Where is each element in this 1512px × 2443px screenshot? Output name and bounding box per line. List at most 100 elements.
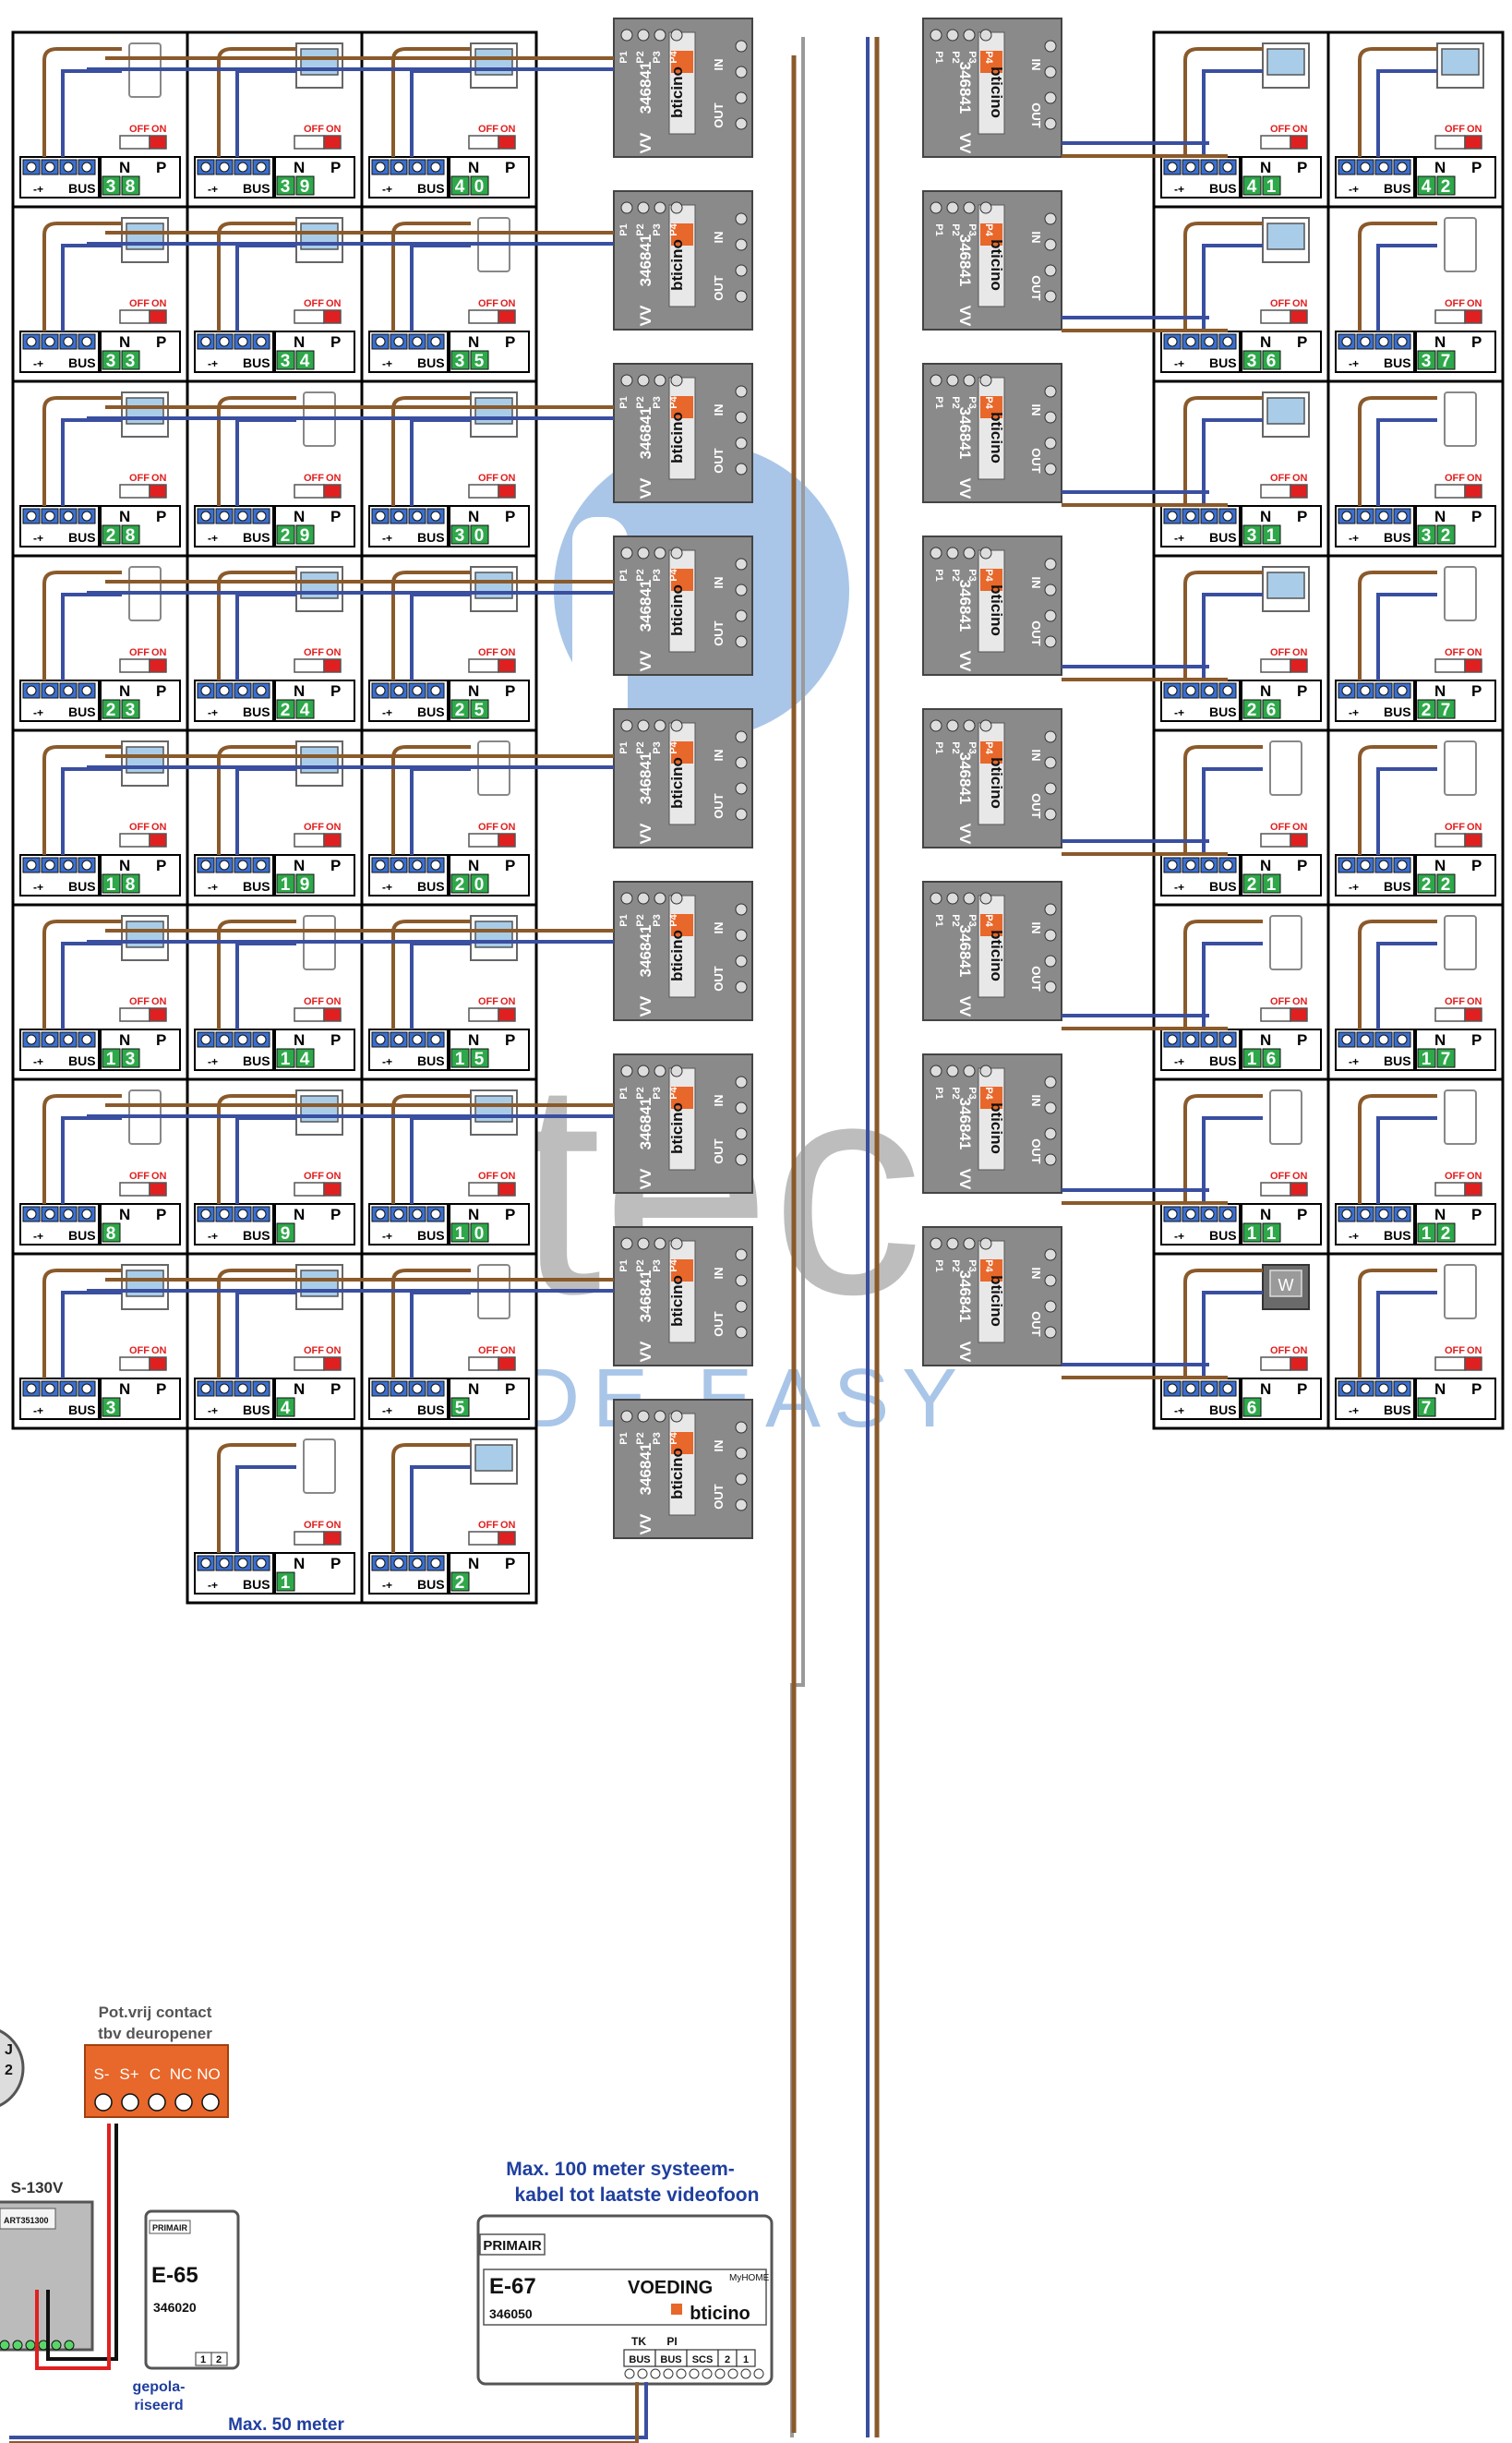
p-label: P xyxy=(1471,682,1482,700)
brand-mark xyxy=(980,223,1002,246)
screw-head xyxy=(200,1209,211,1220)
bus-label: BUS xyxy=(68,1402,96,1417)
screw-head xyxy=(1341,162,1352,173)
port-screw xyxy=(979,201,992,214)
port-screw xyxy=(654,29,666,42)
port-screw xyxy=(620,892,633,905)
bus-label: BUS xyxy=(243,355,270,370)
port-screw xyxy=(620,29,633,42)
number-box xyxy=(102,1397,121,1417)
bus-screw xyxy=(735,955,748,968)
p-label: P xyxy=(1297,682,1307,700)
off-label: OFF xyxy=(1270,822,1290,833)
bus-wire-blue xyxy=(9,2382,648,2439)
switch-toggle xyxy=(1464,1182,1482,1197)
brand-mark xyxy=(980,914,1002,936)
port-label: P2 xyxy=(950,396,961,408)
bus-label: BUS xyxy=(68,1228,96,1243)
switch-body xyxy=(119,1182,150,1197)
off-label: OFF xyxy=(1445,1345,1465,1356)
bus-screw xyxy=(1044,437,1057,450)
bus-screw xyxy=(735,782,748,795)
screw-head xyxy=(1360,1383,1371,1394)
off-label: OFF xyxy=(129,124,150,135)
number-box xyxy=(470,1222,489,1243)
port-label: P4 xyxy=(983,1087,994,1100)
port-label: P2 xyxy=(635,51,646,63)
off-label: OFF xyxy=(304,298,324,309)
screw-head xyxy=(63,685,74,696)
p-label: P xyxy=(330,159,341,176)
wire-blue xyxy=(1202,418,1263,506)
number-box xyxy=(102,350,121,370)
code-text: 346841 xyxy=(956,1270,974,1323)
switch-toggle xyxy=(498,833,516,848)
switch-toggle xyxy=(149,1356,167,1371)
screw-head xyxy=(81,336,92,347)
switch-toggle xyxy=(323,484,342,499)
n-label: N xyxy=(1260,333,1271,351)
port-label: P4 xyxy=(983,223,994,236)
port-screw xyxy=(670,1237,683,1250)
switch-toggle xyxy=(498,1531,516,1546)
switch-body xyxy=(294,309,325,324)
in-label: IN xyxy=(712,232,726,244)
port-screw xyxy=(979,1065,992,1077)
bus-wire-brown xyxy=(9,2382,639,2443)
screw-head xyxy=(412,1209,423,1220)
station-number: 1 xyxy=(106,1050,116,1069)
switch-body xyxy=(119,833,150,848)
switch-toggle xyxy=(1290,1182,1308,1197)
polarity: -+ xyxy=(208,357,218,370)
switch-toggle xyxy=(1464,1356,1482,1371)
code-text: 346841 xyxy=(956,752,974,805)
bus-label: BUS xyxy=(417,1577,445,1592)
screw-head xyxy=(1341,1034,1352,1045)
port-screw xyxy=(637,547,650,560)
ps-terminal-label: BUS xyxy=(660,2354,681,2365)
n-label: N xyxy=(294,333,305,351)
wire-blue xyxy=(1376,942,1437,1029)
station-number: 9 xyxy=(300,875,310,895)
screw-head xyxy=(1341,336,1352,347)
on-label: ON xyxy=(500,822,516,833)
screw-head xyxy=(219,511,230,522)
polarity: -+ xyxy=(1174,706,1184,719)
screw-head xyxy=(44,1383,55,1394)
screw-head xyxy=(1167,1209,1178,1220)
brand-text: bticino xyxy=(668,239,686,291)
port-screw xyxy=(670,1410,683,1423)
screw-head xyxy=(1167,162,1178,173)
screw-head xyxy=(1204,685,1215,696)
polarity: -+ xyxy=(33,357,43,370)
in-label: IN xyxy=(1029,1095,1043,1107)
number-box xyxy=(1262,873,1281,894)
switch-toggle xyxy=(498,1356,516,1371)
port-screw xyxy=(670,892,683,905)
off-label: OFF xyxy=(478,1345,498,1356)
on-label: ON xyxy=(1467,822,1482,833)
wire-brown xyxy=(1183,47,1263,157)
bus-label: BUS xyxy=(1384,1402,1411,1417)
wire-brown xyxy=(42,222,122,331)
station-number: 2 xyxy=(281,526,291,546)
off-label: OFF xyxy=(478,996,498,1007)
p-label: P xyxy=(330,1380,341,1398)
polarity: -+ xyxy=(208,881,218,894)
bus-screw xyxy=(1044,1101,1057,1114)
off-label: OFF xyxy=(1270,473,1290,484)
screw-head xyxy=(26,1383,37,1394)
switch-toggle xyxy=(1290,1007,1308,1022)
off-label: OFF xyxy=(129,996,150,1007)
p-label: P xyxy=(505,857,515,874)
n-label: N xyxy=(294,508,305,525)
screw-head xyxy=(1378,860,1389,871)
bus-screw xyxy=(1044,782,1057,795)
number-box xyxy=(295,175,315,196)
